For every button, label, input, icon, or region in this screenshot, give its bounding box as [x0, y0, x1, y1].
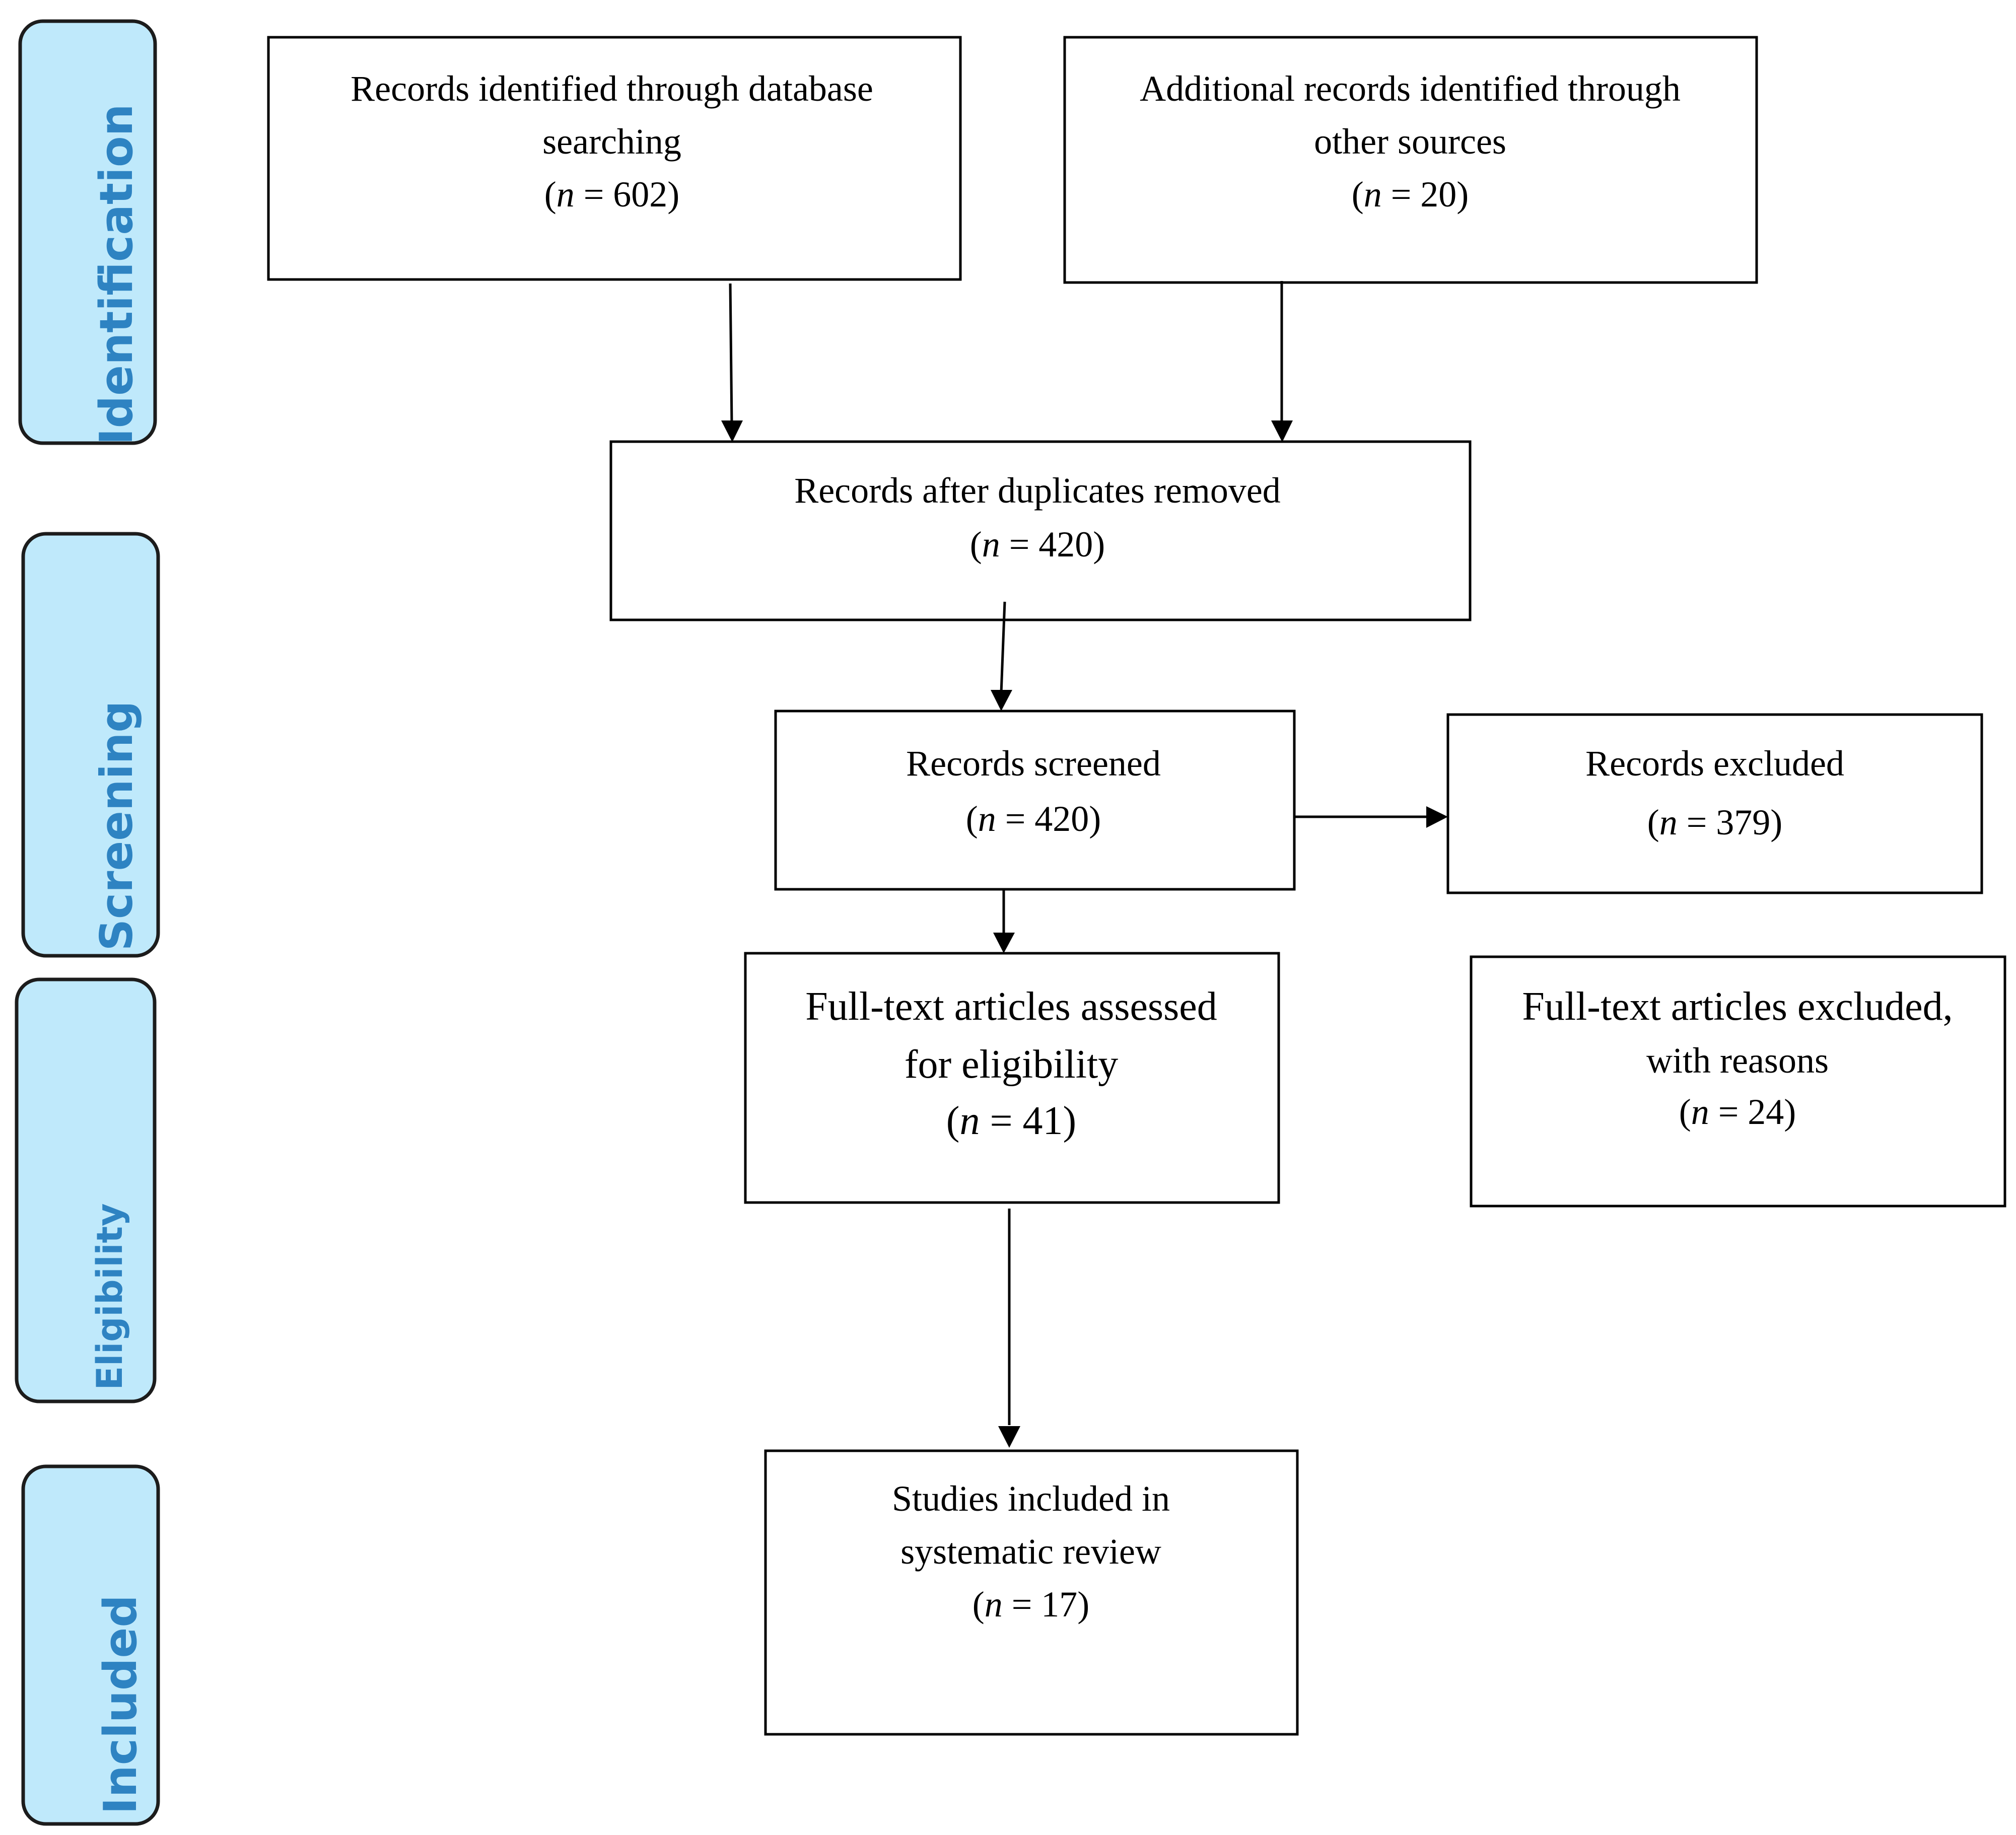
- box-records-excluded: Records excluded (n = 379): [1446, 713, 1983, 894]
- duplicates-removed-line1: Records after duplicates removed: [794, 470, 1281, 511]
- other-sources-line2: other sources: [1314, 121, 1506, 162]
- box-duplicates-removed: Records after duplicates removed (n = 42…: [609, 440, 1472, 621]
- phase-identification-label: Identification: [90, 104, 143, 445]
- phase-screening-label: Screening: [91, 701, 143, 951]
- included-studies-count: (n = 17): [972, 1584, 1090, 1625]
- database-search-count: (n = 602): [544, 174, 680, 215]
- edge-screened-to-excluded: [1295, 806, 1448, 828]
- edge-other-to-duplicates: [1271, 281, 1293, 442]
- records-screened-line1: Records screened: [906, 743, 1161, 784]
- phase-eligibility: Eligibility: [15, 977, 157, 1403]
- included-studies-line1: Studies included in: [892, 1478, 1170, 1519]
- edge-database-to-duplicates: [721, 283, 743, 442]
- other-sources-count: (n = 20): [1352, 174, 1469, 215]
- phase-eligibility-label: Eligibility: [89, 1203, 130, 1390]
- phase-screening: Screening: [21, 532, 160, 958]
- database-search-line2: searching: [542, 121, 681, 162]
- fulltext-excluded-line1: Full-text articles excluded,: [1522, 984, 1953, 1029]
- box-included-studies: Studies included in systematic review (n…: [764, 1449, 1299, 1736]
- included-studies-line2: systematic review: [900, 1531, 1161, 1572]
- fulltext-excluded-line2: with reasons: [1646, 1040, 1829, 1081]
- phase-included-label: Included: [94, 1595, 147, 1814]
- records-excluded-count: (n = 379): [1647, 802, 1783, 842]
- box-fulltext-excluded: Full-text articles excluded, with reason…: [1470, 955, 2006, 1208]
- box-database-search: Records identified through database sear…: [267, 36, 962, 281]
- records-excluded-line1: Records excluded: [1585, 743, 1844, 784]
- phase-identification: Identification: [18, 19, 157, 445]
- records-screened-count: (n = 420): [966, 799, 1101, 839]
- fulltext-assessed-count: (n = 41): [946, 1099, 1076, 1143]
- fulltext-excluded-count: (n = 24): [1679, 1092, 1796, 1132]
- fulltext-assessed-line2: for eligibility: [905, 1042, 1118, 1087]
- phase-included: Included: [21, 1464, 160, 1826]
- edge-fulltext-to-included: [998, 1209, 1020, 1448]
- box-fulltext-assessed: Full-text articles assessed for eligibil…: [744, 952, 1280, 1204]
- fulltext-assessed-line1: Full-text articles assessed: [805, 984, 1217, 1029]
- box-other-sources: Additional records identified through ot…: [1063, 36, 1758, 284]
- database-search-line1: Records identified through database: [351, 68, 873, 109]
- duplicates-removed-count: (n = 420): [970, 524, 1105, 564]
- box-records-screened: Records screened (n = 420): [774, 710, 1296, 891]
- other-sources-line1: Additional records identified through: [1140, 68, 1681, 109]
- edge-screened-to-fulltext: [993, 890, 1015, 953]
- edge-duplicates-to-screened: [991, 601, 1012, 711]
